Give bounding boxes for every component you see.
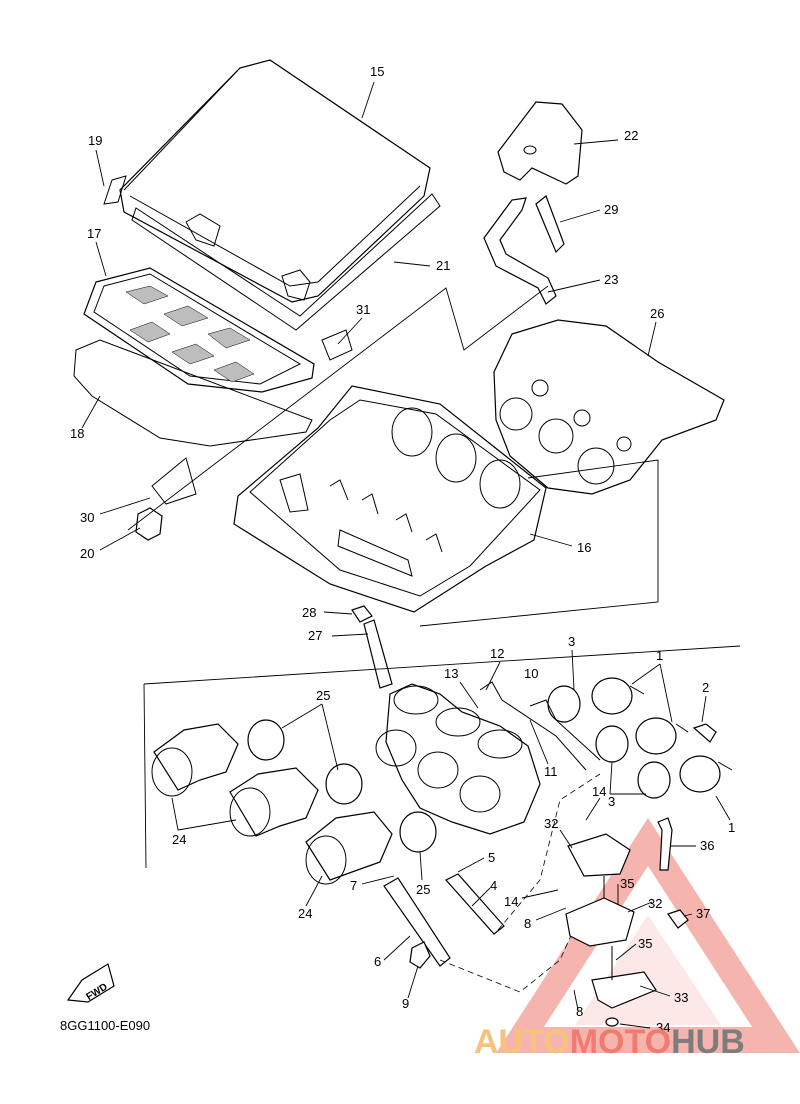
element-base-plate xyxy=(73,339,313,447)
grommet xyxy=(605,1017,619,1027)
watermark-moto: MOTO xyxy=(570,1023,671,1061)
callout-22: 22 xyxy=(624,128,638,143)
callout-32-bottom: 32 xyxy=(648,896,662,911)
callout-35-bottom: 35 xyxy=(638,936,652,951)
air-induction-valve xyxy=(565,833,657,1009)
callout-14-top: 14 xyxy=(592,784,606,799)
callout-10: 10 xyxy=(524,666,538,681)
assembly-outline-right xyxy=(419,459,659,627)
callout-33: 33 xyxy=(674,990,688,1005)
callout-5: 5 xyxy=(488,850,495,865)
air-filter-case xyxy=(233,385,547,613)
svg-text:AUTOMOTOHUB: AUTOMOTOHUB xyxy=(474,1023,745,1061)
callout-31: 31 xyxy=(356,302,370,317)
damper-block xyxy=(135,507,163,541)
callout-28: 28 xyxy=(302,605,316,620)
callout-labels: 15 19 17 21 31 18 22 29 23 26 30 20 16 2… xyxy=(70,64,735,1035)
funnel-clamps xyxy=(247,719,437,853)
callout-1-bottom: 1 xyxy=(728,820,735,835)
callout-3-bottom: 3 xyxy=(608,794,615,809)
hose-clip xyxy=(535,195,565,254)
sensor-unit xyxy=(497,101,583,185)
sponge-pad xyxy=(151,457,197,505)
joint-screw xyxy=(692,723,717,743)
callout-25-bottom: 25 xyxy=(416,882,430,897)
drain-hose xyxy=(363,619,393,689)
lower-hoses xyxy=(383,873,505,967)
callout-3-top: 3 xyxy=(568,634,575,649)
air-box-joint-plate xyxy=(493,319,725,495)
callout-24-bottom: 24 xyxy=(298,906,312,921)
callout-17: 17 xyxy=(87,226,101,241)
callout-19: 19 xyxy=(88,133,102,148)
leader-lines xyxy=(81,81,731,1029)
intake-joints xyxy=(591,677,733,793)
callout-30: 30 xyxy=(80,510,94,525)
callout-25-top: 25 xyxy=(316,688,330,703)
callout-27: 27 xyxy=(308,628,322,643)
watermark-auto: AUTO xyxy=(474,1023,570,1061)
forward-arrow-icon xyxy=(66,963,115,1003)
watermark-wordmark: AUTOMOTOHUB xyxy=(474,1023,745,1061)
crankcase-breather-hose xyxy=(483,197,557,305)
callout-20: 20 xyxy=(80,546,94,561)
air-funnels xyxy=(151,723,393,885)
hex-bolt-37 xyxy=(667,909,689,929)
callout-11: 11 xyxy=(544,764,558,779)
callout-6: 6 xyxy=(374,954,381,969)
hose-clip-9 xyxy=(409,941,431,969)
callout-36: 36 xyxy=(700,838,714,853)
hose-dashed-route xyxy=(439,773,601,993)
callout-29: 29 xyxy=(604,202,618,217)
callout-37: 37 xyxy=(696,906,710,921)
callout-9: 9 xyxy=(402,996,409,1011)
callout-26: 26 xyxy=(650,306,664,321)
callout-4: 4 xyxy=(490,878,497,893)
callout-21: 21 xyxy=(436,258,450,273)
callout-24-top: 24 xyxy=(172,832,186,847)
callout-8-bottom: 8 xyxy=(576,1004,583,1019)
diagram-code: 8GG1100-E090 xyxy=(60,1018,150,1033)
air-filter-case-cover xyxy=(103,59,431,303)
throttle-body-assembly xyxy=(375,683,541,835)
callout-18: 18 xyxy=(70,426,84,441)
air-filter-element xyxy=(83,267,315,393)
cover-seal xyxy=(131,193,441,331)
callout-8-top: 8 xyxy=(524,916,531,931)
watermark-hub: HUB xyxy=(671,1023,745,1061)
callout-12: 12 xyxy=(490,646,504,661)
callout-1-top: 1 xyxy=(656,648,663,663)
callout-14-bottom: 14 xyxy=(504,894,518,909)
callout-23: 23 xyxy=(604,272,618,287)
callout-35-top: 35 xyxy=(620,876,634,891)
drain-plug xyxy=(351,605,373,623)
callout-34: 34 xyxy=(656,1020,670,1035)
callout-2: 2 xyxy=(702,680,709,695)
assembly-outline-upper xyxy=(127,285,549,531)
callout-32-top: 32 xyxy=(544,816,558,831)
callout-15: 15 xyxy=(370,64,384,79)
assembly-outline-lower xyxy=(143,645,741,869)
breather-hoses xyxy=(479,681,601,771)
callout-13: 13 xyxy=(444,666,458,681)
callout-16: 16 xyxy=(577,540,591,555)
label-sticker xyxy=(321,329,353,361)
callout-7: 7 xyxy=(350,878,357,893)
hex-bolt-36 xyxy=(657,817,673,871)
